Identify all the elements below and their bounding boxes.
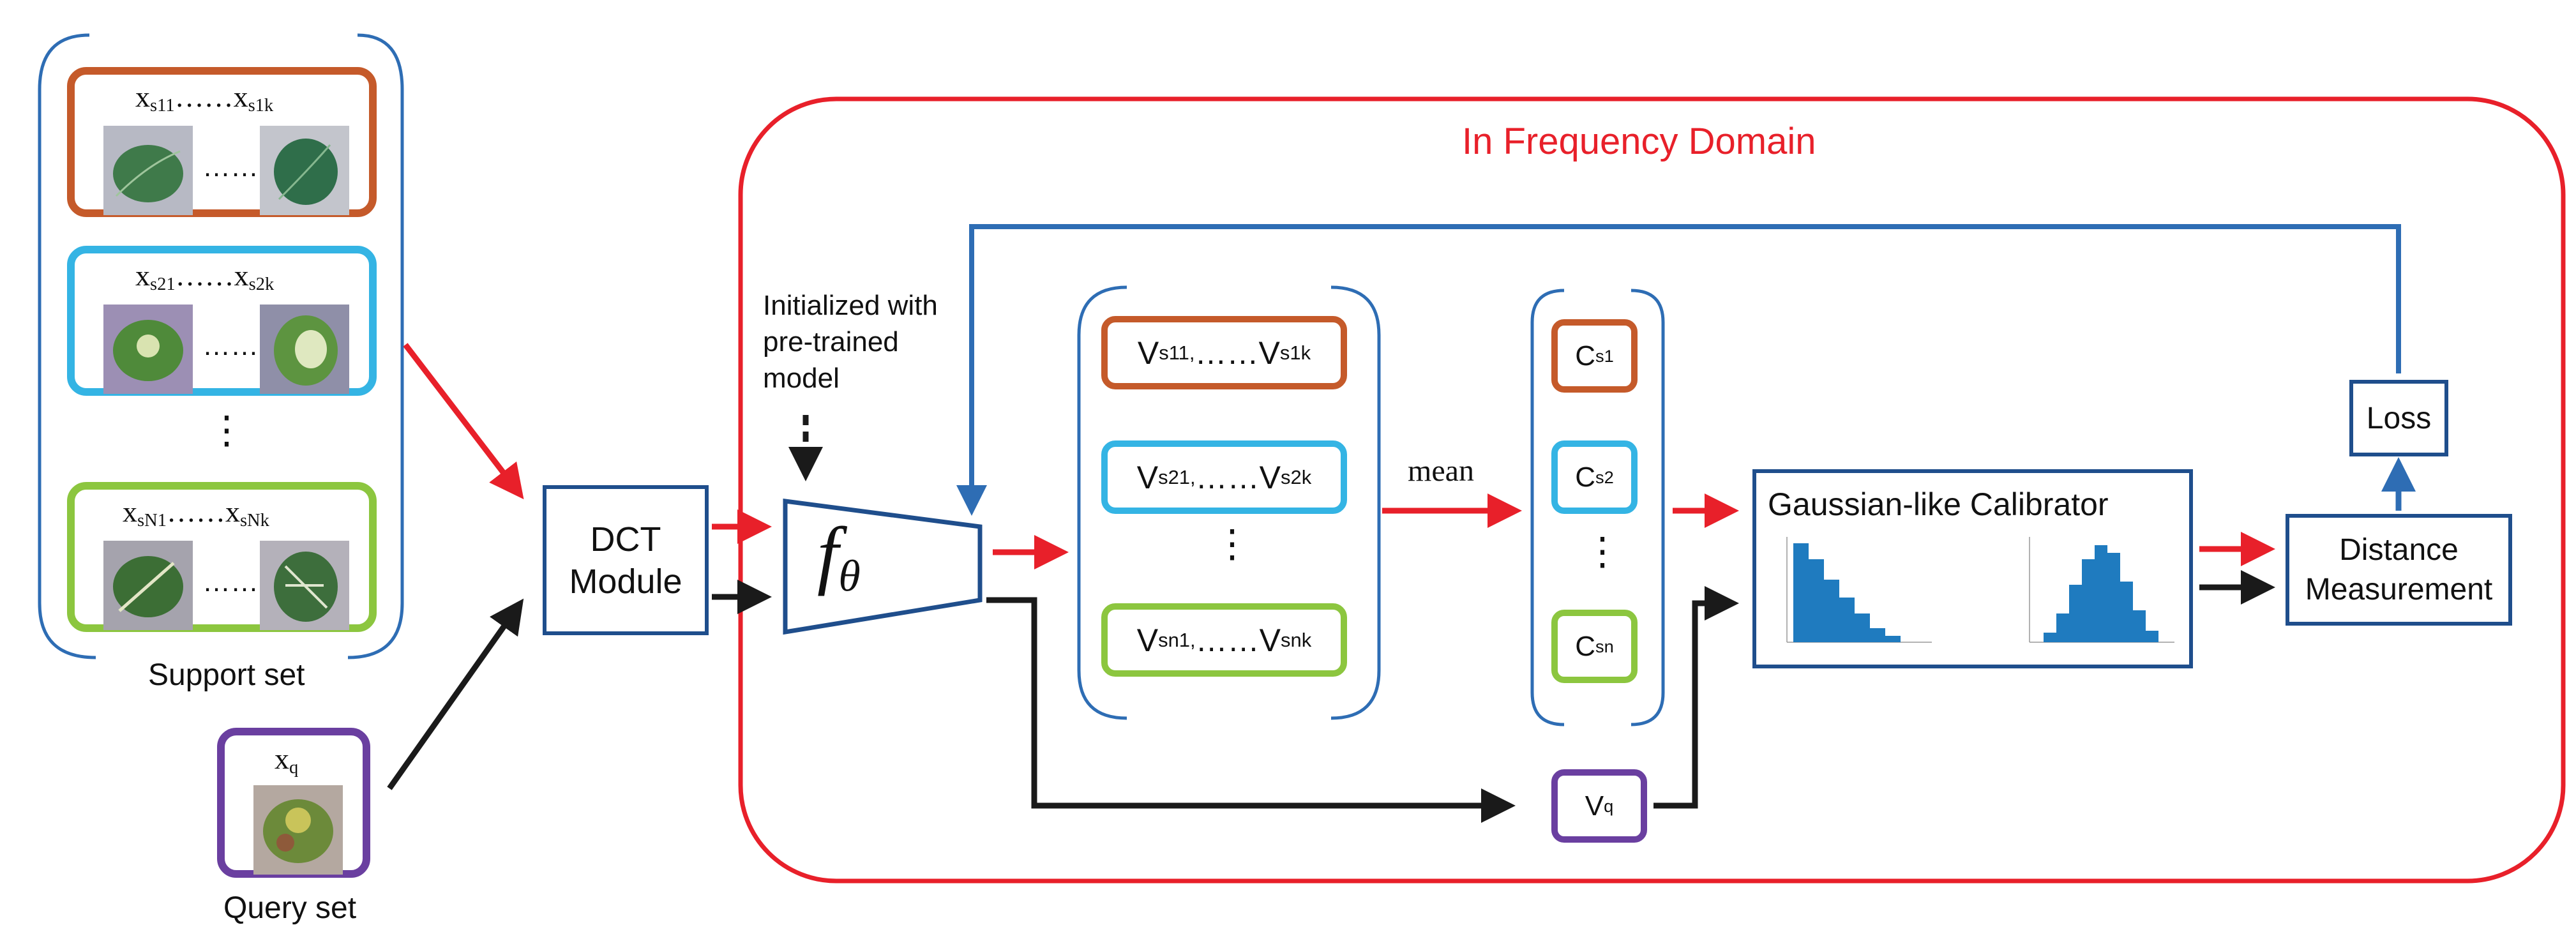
encoder-trapezoid <box>783 499 983 635</box>
calibrator-title: Gaussian-like Calibrator <box>1768 486 2109 522</box>
support-class-2-box: xs21……xs2k …… <box>67 246 377 396</box>
mean-label: mean <box>1408 454 1474 488</box>
dct-module-box: DCT Module <box>543 485 709 635</box>
c-symbol: C <box>1575 340 1595 372</box>
v-symbol: V <box>1137 335 1159 371</box>
subscript: s2k <box>1281 465 1312 488</box>
x-symbol: x <box>275 742 289 775</box>
support-class-1-box: xs11……xs1k …… <box>67 67 377 217</box>
dots: ……V <box>1194 335 1280 371</box>
c-symbol: C <box>1575 461 1595 493</box>
arrow-vq-to-calibrator <box>1653 586 1739 809</box>
loss-label: Loss <box>2366 401 2432 435</box>
support-class-2-label: xs21……xs2k <box>135 259 274 295</box>
support-vertical-dots: ⋮ <box>207 409 246 451</box>
dots: ……V <box>1195 459 1281 495</box>
f-symbol: f <box>817 511 839 596</box>
dct-line-2: Module <box>569 562 682 601</box>
query-set-caption: Query set <box>223 891 357 925</box>
support-set-bracket <box>38 33 404 659</box>
subscript: sNk <box>239 511 269 531</box>
subscript: s1k <box>248 96 274 116</box>
support-class-1-label: xs11……xs1k <box>135 80 273 116</box>
leaf-dots: …… <box>202 151 259 183</box>
loss-box: Loss <box>2349 380 2448 456</box>
encoder-note-line-2: pre-trained <box>763 326 899 357</box>
v-symbol: V <box>1136 622 1159 658</box>
subscript: s1k <box>1279 341 1311 364</box>
dct-line-1: DCT <box>590 520 661 559</box>
frequency-domain-frame <box>738 96 2566 884</box>
subscript: s21, <box>1158 465 1196 488</box>
x-symbol: x <box>135 80 150 113</box>
v-symbol: V <box>1136 459 1159 495</box>
support-set-caption: Support set <box>148 658 305 692</box>
query-box: xq <box>217 728 370 878</box>
arrow-support-to-dct <box>403 343 524 500</box>
subscript: s11 <box>150 96 175 116</box>
subscript: s1 <box>1595 345 1614 366</box>
arrow-loss-feedback <box>956 224 2401 516</box>
leaf-image <box>103 305 193 394</box>
leaf-image <box>253 785 343 875</box>
leaf-image <box>103 126 193 215</box>
centroid-vertical-dots: ⋮ <box>1583 530 1622 573</box>
dots: …… <box>175 259 234 292</box>
v-symbol: V <box>1585 790 1604 822</box>
distance-line-1: Distance <box>2339 532 2459 567</box>
support-class-n-box: xsN1……xsNk …… <box>67 482 377 632</box>
leaf-image <box>260 541 349 630</box>
dots: ……V <box>1195 622 1281 658</box>
feature-vertical-dots: ⋮ <box>1213 522 1251 565</box>
theta-subscript: θ <box>838 552 861 601</box>
leaf-image <box>260 126 349 215</box>
leaf-dots: …… <box>202 566 259 598</box>
leaf-image <box>260 305 349 394</box>
subscript: q <box>1604 795 1614 816</box>
gaussian-calibrator-box: Gaussian-like Calibrator <box>1752 469 2193 668</box>
x-symbol: x <box>233 80 248 113</box>
gaussian-histogram <box>2029 537 2174 643</box>
query-label: xq <box>275 742 298 778</box>
x-symbol: x <box>234 259 249 292</box>
subscript: sN1 <box>137 511 167 531</box>
encoder-note-line-3: model <box>763 363 840 394</box>
subscript: s2 <box>1595 467 1614 487</box>
arrow-encoder-to-vq <box>986 597 1516 823</box>
features-bracket <box>1077 285 1381 720</box>
dots: …… <box>166 495 225 528</box>
subscript: s21 <box>150 275 176 295</box>
subscript: s11, <box>1159 341 1195 364</box>
subscript: sn <box>1595 636 1614 656</box>
dots: …… <box>174 80 234 113</box>
x-symbol: x <box>123 495 137 528</box>
distance-line-2: Measurement <box>2305 572 2493 606</box>
leaf-dots: …… <box>202 330 259 361</box>
arrow-query-to-dct <box>387 598 524 790</box>
x-symbol: x <box>225 495 240 528</box>
x-symbol: x <box>135 259 150 292</box>
subscript: sn1, <box>1158 628 1196 651</box>
leaf-image <box>103 541 193 630</box>
distance-measurement-box: Distance Measurement <box>2286 514 2512 626</box>
support-class-n-label: xsN1……xsNk <box>123 495 269 531</box>
skewed-histogram <box>1786 537 1932 643</box>
subscript: snk <box>1281 628 1312 651</box>
subscript: s2k <box>248 275 275 295</box>
encoder-symbol: fθ <box>817 516 861 615</box>
frequency-domain-title: In Frequency Domain <box>1462 121 1816 162</box>
subscript: q <box>289 758 299 778</box>
centroids-bracket <box>1530 289 1665 726</box>
encoder-note-line-1: Initialized with <box>763 290 938 321</box>
c-symbol: C <box>1575 630 1595 662</box>
encoder-note: Initialized with pre-trained model <box>763 287 938 396</box>
